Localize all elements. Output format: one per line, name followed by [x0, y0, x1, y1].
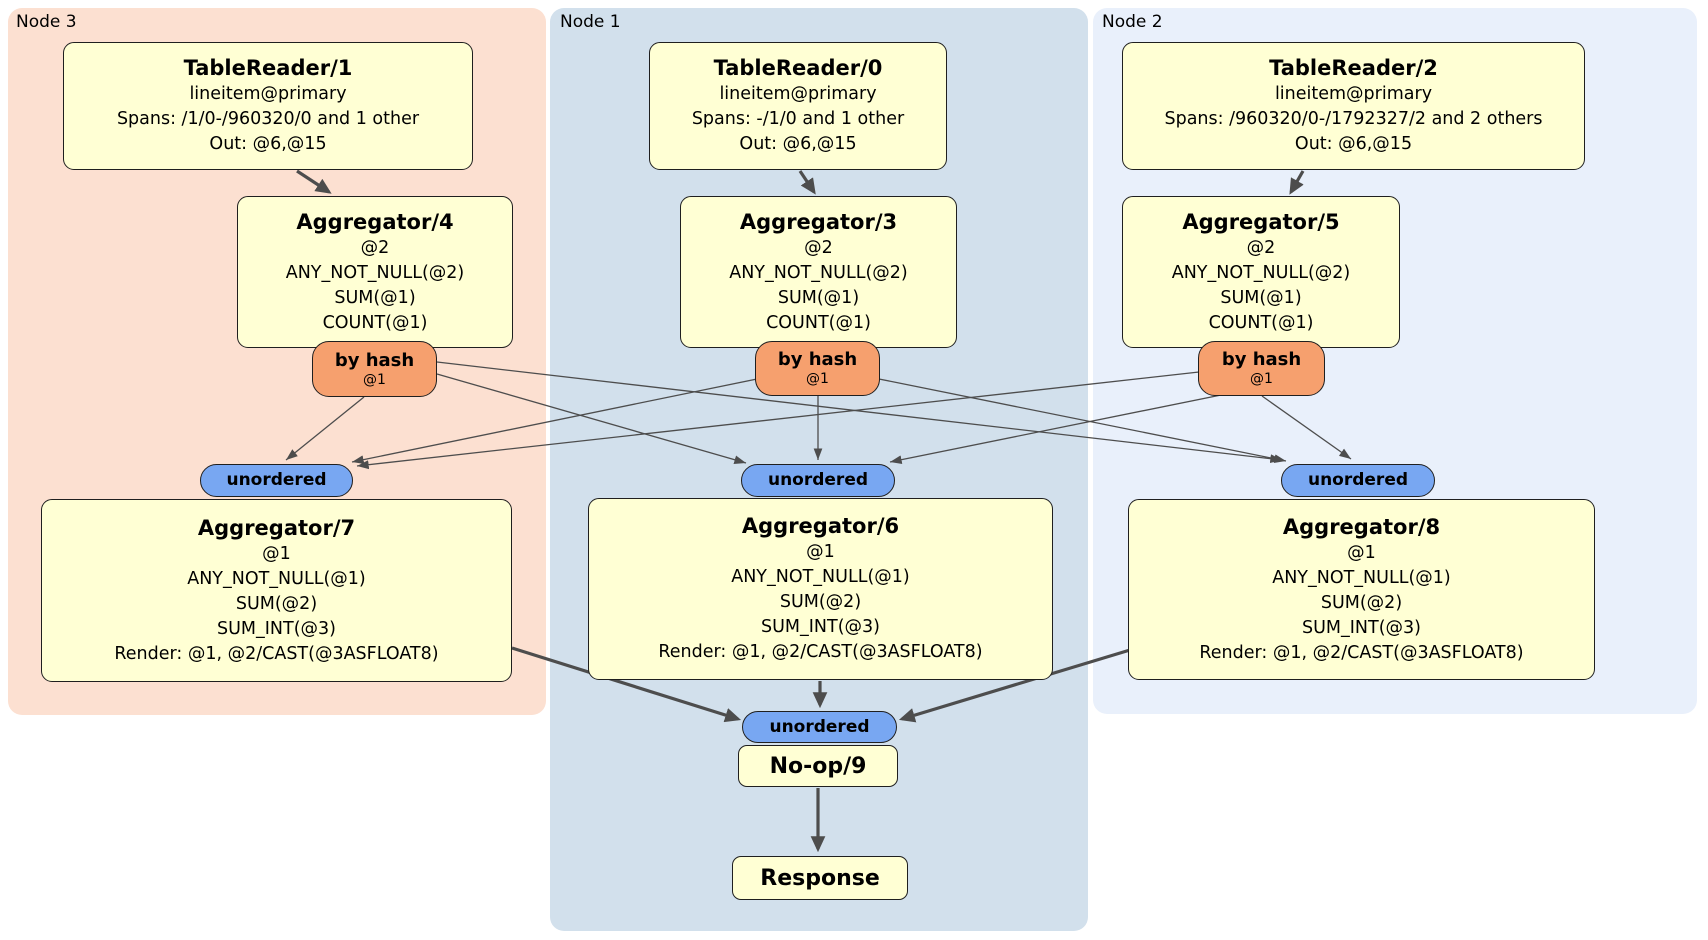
processor-aggregator3: Aggregator/3 @2 ANY_NOT_NULL(@2) SUM(@1)…	[680, 196, 957, 348]
processor-detail: COUNT(@1)	[1208, 312, 1314, 333]
processor-detail: @2	[360, 237, 390, 258]
processor-detail: @1	[262, 543, 291, 564]
processor-detail: lineitem@primary	[1274, 84, 1433, 104]
processor-detail: lineitem@primary	[189, 84, 347, 104]
processor-detail: @1	[1347, 542, 1376, 563]
processor-detail: Out: @6,@15	[209, 134, 327, 154]
processor-detail: ANY_NOT_NULL(@2)	[729, 262, 908, 283]
processor-detail: SUM_INT(@3)	[217, 618, 336, 639]
region-label-node2: Node 2	[1102, 12, 1163, 32]
processor-detail: ANY_NOT_NULL(@1)	[731, 567, 910, 587]
processor-response: Response	[732, 856, 908, 900]
processor-aggregator5: Aggregator/5 @2 ANY_NOT_NULL(@2) SUM(@1)…	[1122, 196, 1400, 348]
processor-detail: SUM_INT(@3)	[761, 617, 880, 637]
processor-title: TableReader/0	[713, 56, 883, 80]
processor-detail: @1	[806, 542, 835, 562]
processor-detail: SUM_INT(@3)	[1302, 617, 1421, 638]
processor-title: Response	[760, 865, 880, 891]
processor-detail: @2	[804, 237, 833, 258]
processor-detail: Render: @1, @2/CAST(@3ASFLOAT8)	[658, 642, 983, 662]
processor-title: Aggregator/6	[741, 514, 900, 538]
router-detail: @1	[363, 371, 386, 388]
region-label-node3: Node 3	[16, 12, 77, 32]
processor-aggregator6: Aggregator/6 @1 ANY_NOT_NULL(@1) SUM(@2)…	[588, 498, 1053, 680]
processor-detail: COUNT(@1)	[322, 312, 428, 333]
processor-detail: Spans: /1/0-/960320/0 and 1 other	[116, 109, 420, 129]
processor-detail: lineitem@primary	[719, 84, 877, 104]
processor-detail: Render: @1, @2/CAST(@3ASFLOAT8)	[1199, 642, 1524, 663]
processor-detail: Spans: /960320/0-/1792327/2 and 2 others	[1164, 109, 1543, 129]
processor-detail: SUM(@2)	[1320, 592, 1403, 613]
sync-unordered-8: unordered	[1281, 464, 1435, 497]
processor-tablereader0: TableReader/0 lineitem@primary Spans: -/…	[649, 42, 947, 170]
processor-title: Aggregator/8	[1282, 514, 1441, 539]
processor-detail: Out: @6,@15	[1294, 134, 1413, 154]
sync-label: unordered	[1307, 470, 1409, 490]
processor-title: TableReader/1	[183, 56, 353, 80]
region-label-node1: Node 1	[560, 12, 621, 32]
processor-detail: SUM(@1)	[777, 287, 860, 308]
processor-title: No-op/9	[769, 753, 867, 779]
router-label: by hash	[1221, 349, 1302, 370]
processor-detail: SUM(@2)	[779, 592, 862, 612]
processor-aggregator4: Aggregator/4 @2 ANY_NOT_NULL(@2) SUM(@1)…	[237, 196, 513, 348]
sync-unordered-7: unordered	[200, 464, 353, 497]
router-hash-4: by hash @1	[312, 341, 437, 397]
sync-unordered-6: unordered	[741, 464, 895, 497]
processor-detail: @2	[1246, 237, 1276, 258]
processor-detail: ANY_NOT_NULL(@2)	[1171, 262, 1351, 283]
processor-title: TableReader/2	[1269, 56, 1438, 80]
processor-detail: ANY_NOT_NULL(@1)	[1272, 567, 1451, 588]
router-detail: @1	[806, 371, 829, 387]
processor-detail: ANY_NOT_NULL(@2)	[285, 262, 465, 283]
processor-aggregator7: Aggregator/7 @1 ANY_NOT_NULL(@1) SUM(@2)…	[41, 499, 512, 682]
router-label: by hash	[777, 349, 858, 370]
processor-title: Aggregator/3	[739, 209, 898, 234]
processor-title: Aggregator/5	[1182, 209, 1340, 234]
sync-label: unordered	[769, 716, 870, 737]
sync-label: unordered	[767, 470, 869, 490]
processor-detail: Out: @6,@15	[739, 134, 857, 154]
processor-detail: COUNT(@1)	[766, 312, 871, 333]
processor-detail: SUM(@1)	[334, 287, 416, 308]
router-detail: @1	[1250, 371, 1273, 387]
processor-tablereader2: TableReader/2 lineitem@primary Spans: /9…	[1122, 42, 1585, 170]
processor-detail: Render: @1, @2/CAST(@3ASFLOAT8)	[114, 643, 439, 664]
sync-unordered-9: unordered	[742, 711, 897, 743]
sync-label: unordered	[226, 470, 327, 490]
processor-title: Aggregator/4	[296, 209, 454, 234]
processor-detail: ANY_NOT_NULL(@1)	[187, 568, 366, 589]
router-hash-3: by hash @1	[755, 341, 880, 396]
router-hash-5: by hash @1	[1198, 341, 1325, 396]
processor-detail: SUM(@1)	[1220, 287, 1302, 308]
processor-tablereader1: TableReader/1 lineitem@primary Spans: /1…	[63, 42, 473, 170]
router-label: by hash	[334, 349, 415, 371]
processor-noop9: No-op/9	[738, 745, 898, 787]
processor-title: Aggregator/7	[197, 515, 356, 540]
processor-detail: SUM(@2)	[235, 593, 318, 614]
processor-aggregator8: Aggregator/8 @1 ANY_NOT_NULL(@1) SUM(@2)…	[1128, 499, 1595, 680]
processor-detail: Spans: -/1/0 and 1 other	[691, 109, 905, 129]
